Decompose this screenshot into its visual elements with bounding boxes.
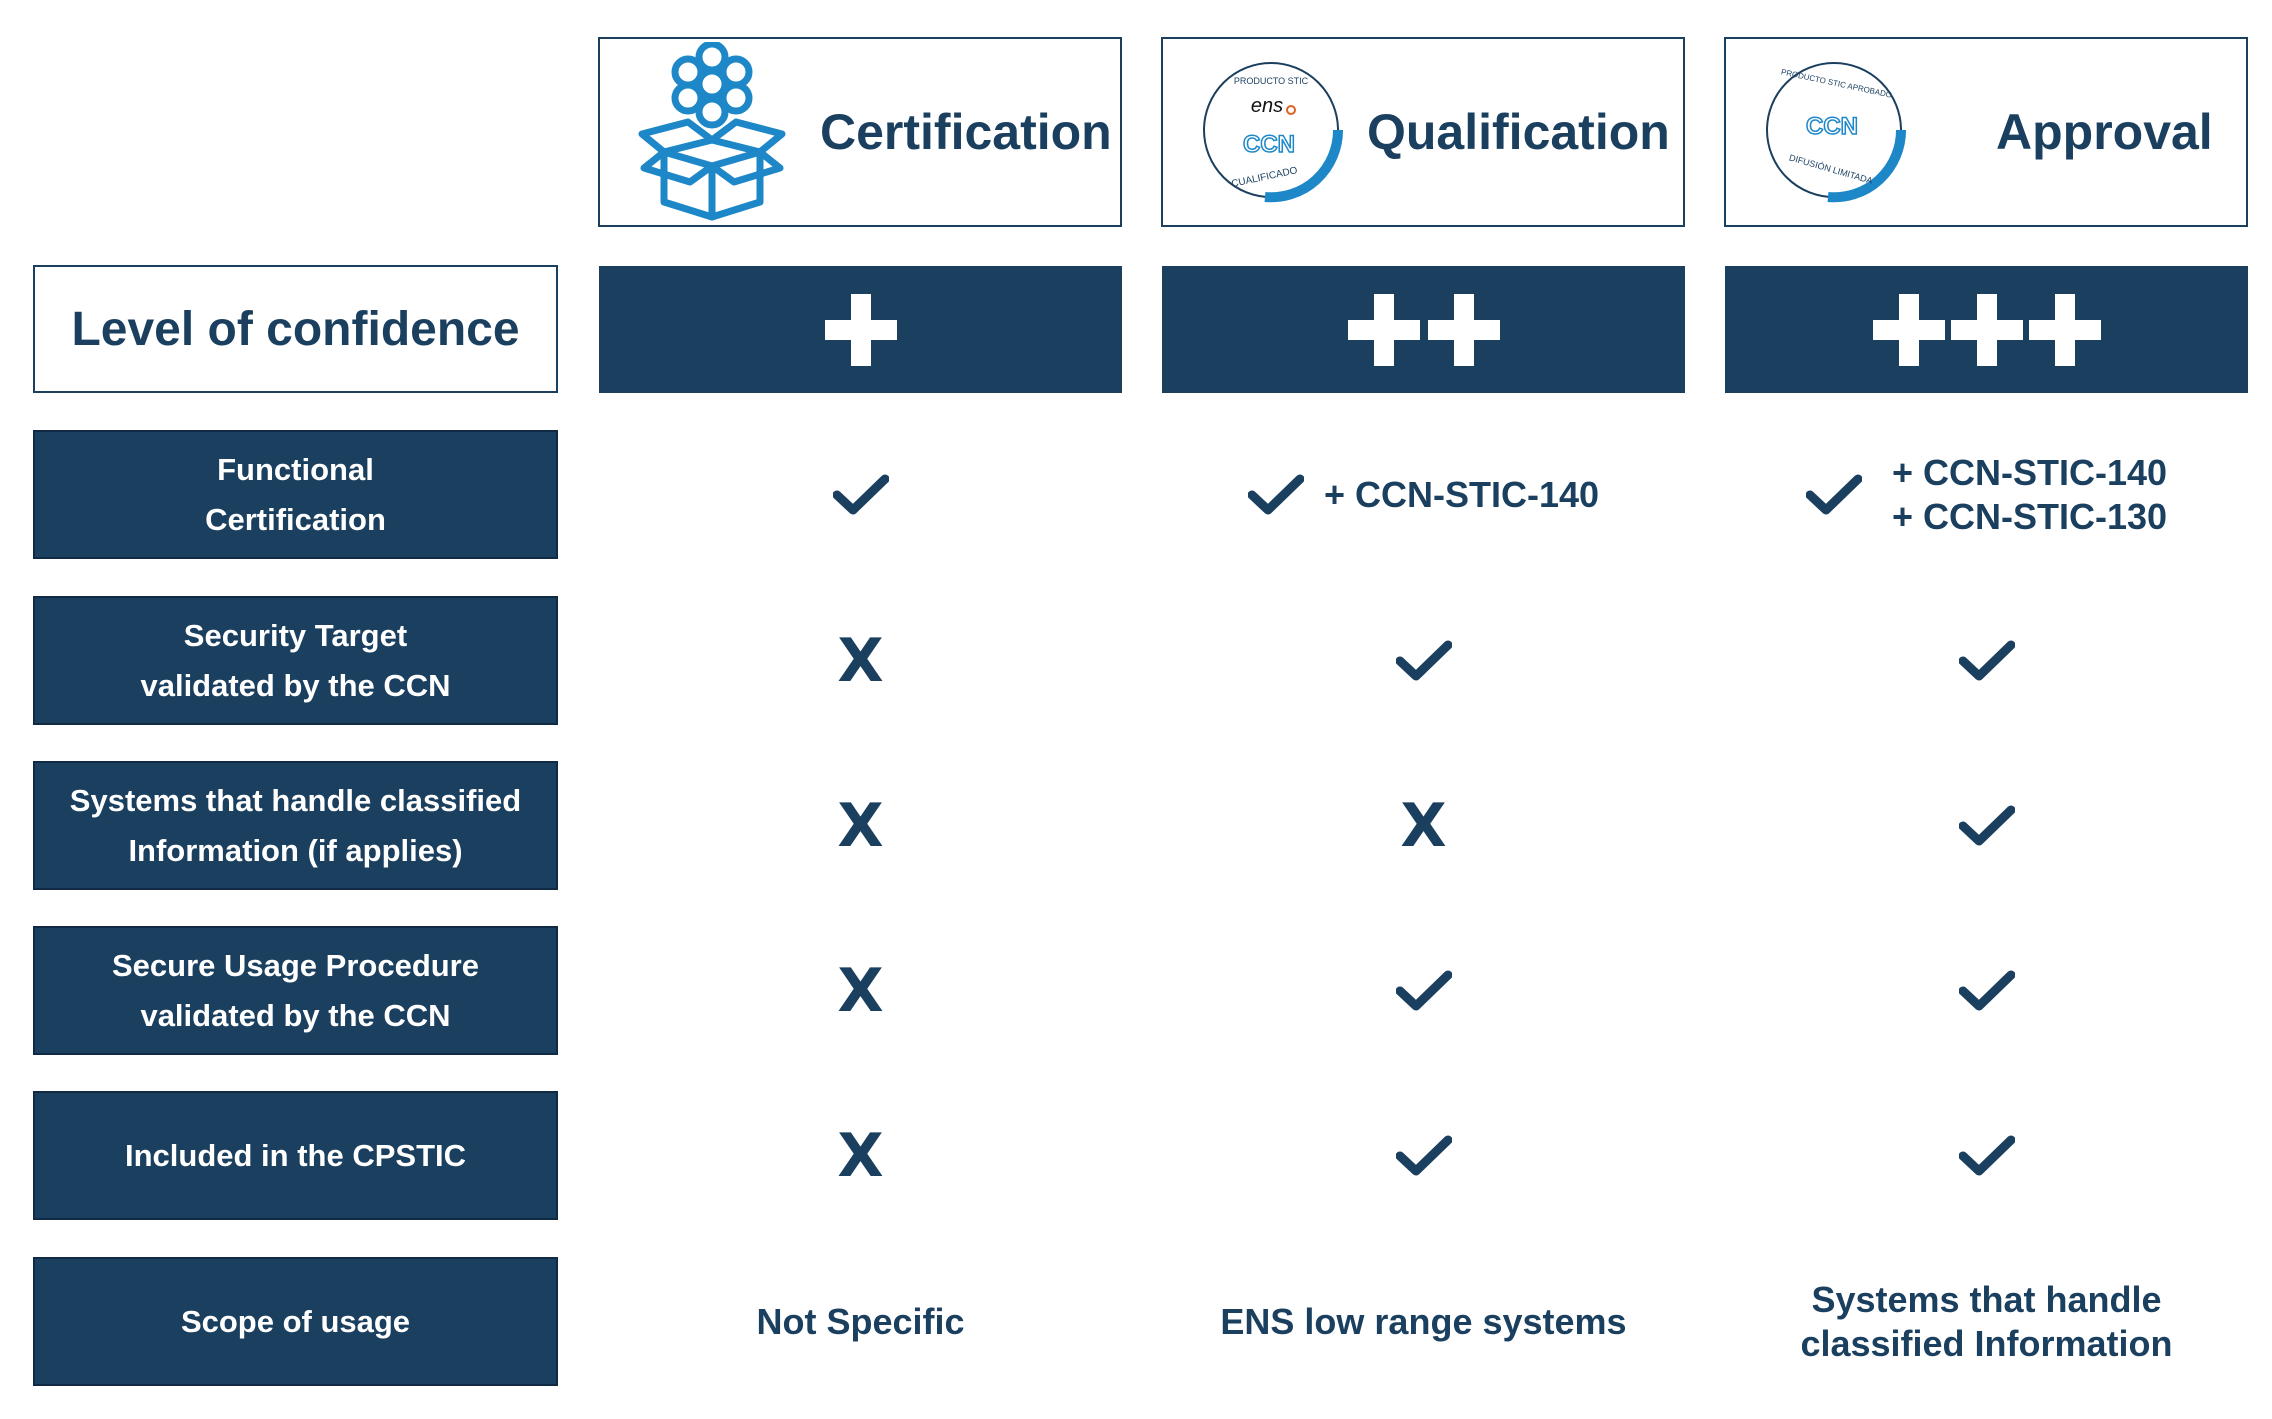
cell-scope-certification: Not Specific bbox=[756, 1300, 965, 1342]
x-mark: X bbox=[1400, 790, 1447, 861]
cell-security-target-qualification bbox=[1162, 596, 1685, 725]
x-mark: X bbox=[837, 955, 884, 1026]
x-mark: X bbox=[837, 1120, 884, 1191]
certification-title: Certification bbox=[820, 104, 1112, 160]
check-icon bbox=[1247, 474, 1304, 514]
ccn-approved-seal-icon: PRODUCTO STIC APROBADO CCN DIFUSIÓN LIMI… bbox=[1766, 62, 1907, 203]
cell-classified-information-certification: X bbox=[599, 761, 1122, 890]
seal-top-text: PRODUCTO STIC bbox=[1234, 76, 1309, 86]
row-label-included-in-cpstic: Included in the CPSTIC bbox=[33, 1091, 558, 1220]
approval-header: PRODUCTO STIC APROBADO CCN DIFUSIÓN LIMI… bbox=[1724, 37, 2248, 227]
x-mark: X bbox=[837, 790, 884, 861]
cell-functional-certification-certification bbox=[599, 430, 1122, 559]
certification-header: Certification bbox=[598, 37, 1122, 227]
cell-classified-information-qualification: X bbox=[1162, 761, 1685, 890]
check-icon bbox=[1395, 1135, 1452, 1175]
check-icon bbox=[1395, 970, 1452, 1010]
cell-security-target-certification: X bbox=[599, 596, 1122, 725]
qualification-extra-requirement: + CCN-STIC-140 bbox=[1323, 473, 1600, 515]
cell-functional-certification-qualification: + CCN-STIC-140 bbox=[1162, 430, 1685, 559]
level-of-confidence-label: Level of confidence bbox=[33, 265, 558, 393]
confidence-level-2 bbox=[1162, 266, 1685, 393]
plus-icon bbox=[824, 293, 897, 366]
cell-secure-usage-certification: X bbox=[599, 926, 1122, 1055]
qualification-header: PRODUCTO STIC ens CCN CUALIFICADO Qualif… bbox=[1161, 37, 1685, 227]
ccn-qualified-seal-icon: PRODUCTO STIC ens CCN CUALIFICADO bbox=[1203, 62, 1344, 203]
confidence-level-1 bbox=[599, 266, 1122, 393]
seal-ccn-text: CCN bbox=[1243, 131, 1295, 158]
cell-scope-qualification: ENS low range systems bbox=[1220, 1300, 1627, 1342]
cell-functional-certification-approval: + CCN-STIC-140 + CCN-STIC-130 bbox=[1725, 430, 2248, 559]
seal-ens-text: ens bbox=[1251, 95, 1283, 117]
plus-plus-plus-icon bbox=[1872, 293, 2101, 366]
qualification-title: Qualification bbox=[1367, 104, 1670, 160]
cell-scope-approval: Systems that handle classified Informati… bbox=[1800, 1278, 2173, 1364]
plus-plus-icon bbox=[1347, 293, 1500, 366]
cell-secure-usage-qualification bbox=[1162, 926, 1685, 1055]
check-icon bbox=[1805, 474, 1862, 514]
check-icon bbox=[832, 474, 889, 514]
row-label-scope-of-usage: Scope of usage bbox=[33, 1257, 558, 1386]
check-icon bbox=[1958, 805, 2015, 845]
approval-title: Approval bbox=[1996, 104, 2213, 160]
seal-ccn-text: CCN bbox=[1806, 113, 1858, 140]
cell-classified-information-approval bbox=[1725, 761, 2248, 890]
flower-box-icon bbox=[638, 42, 786, 221]
approval-extra-requirements: + CCN-STIC-140 + CCN-STIC-130 bbox=[1891, 451, 2168, 537]
cell-secure-usage-approval bbox=[1725, 926, 2248, 1055]
check-icon bbox=[1395, 640, 1452, 680]
check-icon bbox=[1958, 1135, 2015, 1175]
check-icon bbox=[1958, 640, 2015, 680]
confidence-level-3 bbox=[1725, 266, 2248, 393]
check-icon bbox=[1958, 970, 2015, 1010]
x-mark: X bbox=[837, 625, 884, 696]
cell-cpstic-qualification bbox=[1162, 1091, 1685, 1220]
cell-security-target-approval bbox=[1725, 596, 2248, 725]
cell-cpstic-approval bbox=[1725, 1091, 2248, 1220]
cell-cpstic-certification: X bbox=[599, 1091, 1122, 1220]
